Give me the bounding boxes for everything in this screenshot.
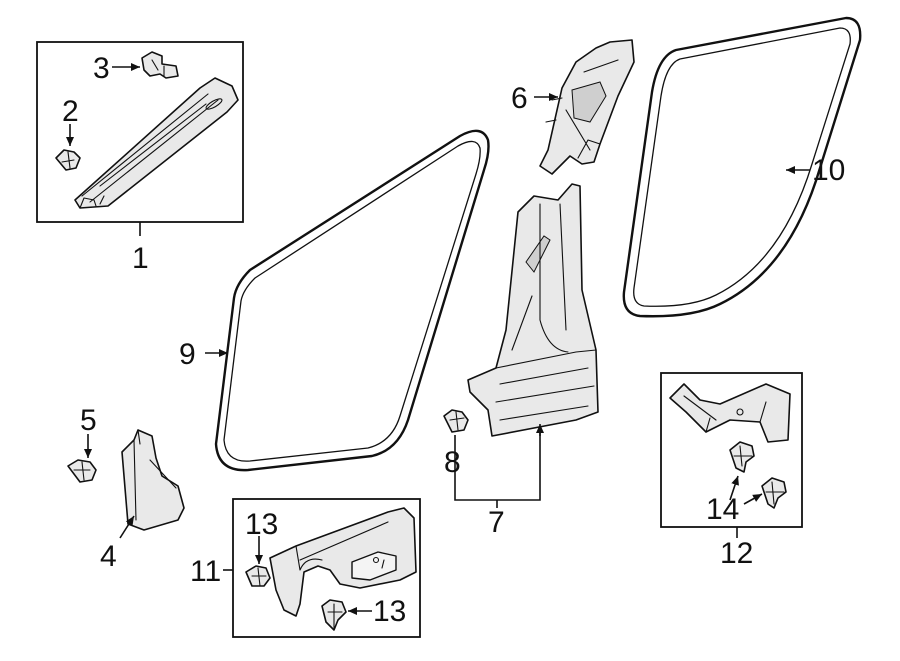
callout-4: 4 — [100, 540, 117, 573]
callout-2: 2 — [62, 95, 79, 128]
callout-13-lower: 13 — [373, 595, 406, 628]
callout-1: 1 — [132, 242, 149, 275]
clip-14-right — [761, 477, 787, 509]
pillar-bracket — [669, 383, 791, 443]
a-pillar-garnish — [74, 77, 239, 209]
upper-b-pillar-trim — [539, 39, 635, 175]
callout-6: 6 — [511, 82, 528, 115]
kit-box-1 — [36, 41, 244, 223]
callout-5: 5 — [80, 404, 97, 437]
callout-12: 12 — [720, 537, 753, 570]
kit-box-11 — [232, 498, 421, 638]
clip-13-upper — [245, 565, 271, 587]
leader-14-left — [729, 475, 739, 501]
callout-10: 10 — [812, 154, 845, 187]
callout-13-upper: 13 — [245, 508, 278, 541]
callout-11: 11 — [190, 555, 221, 588]
clip-3 — [141, 51, 179, 79]
callout-9: 9 — [179, 338, 196, 371]
callout-8: 8 — [444, 446, 461, 479]
leader-4 — [119, 515, 135, 539]
clip-2 — [55, 149, 81, 171]
clip-8 — [443, 409, 469, 433]
front-door-weatherstrip — [214, 129, 490, 472]
callout-3: 3 — [93, 52, 110, 85]
rear-door-weatherstrip — [622, 16, 862, 318]
clip-14-left — [729, 441, 755, 473]
lower-b-pillar-trim — [467, 183, 599, 437]
callout-14: 14 — [706, 493, 739, 526]
clip-13-lower — [321, 599, 347, 631]
front-scuff-trim — [121, 429, 185, 531]
clip-5 — [67, 459, 97, 483]
kit-box-12 — [660, 372, 803, 528]
rear-scuff-trim — [269, 507, 417, 617]
leader-14-right — [743, 493, 763, 505]
bracket-7 — [454, 432, 541, 501]
callout-7: 7 — [488, 506, 505, 539]
